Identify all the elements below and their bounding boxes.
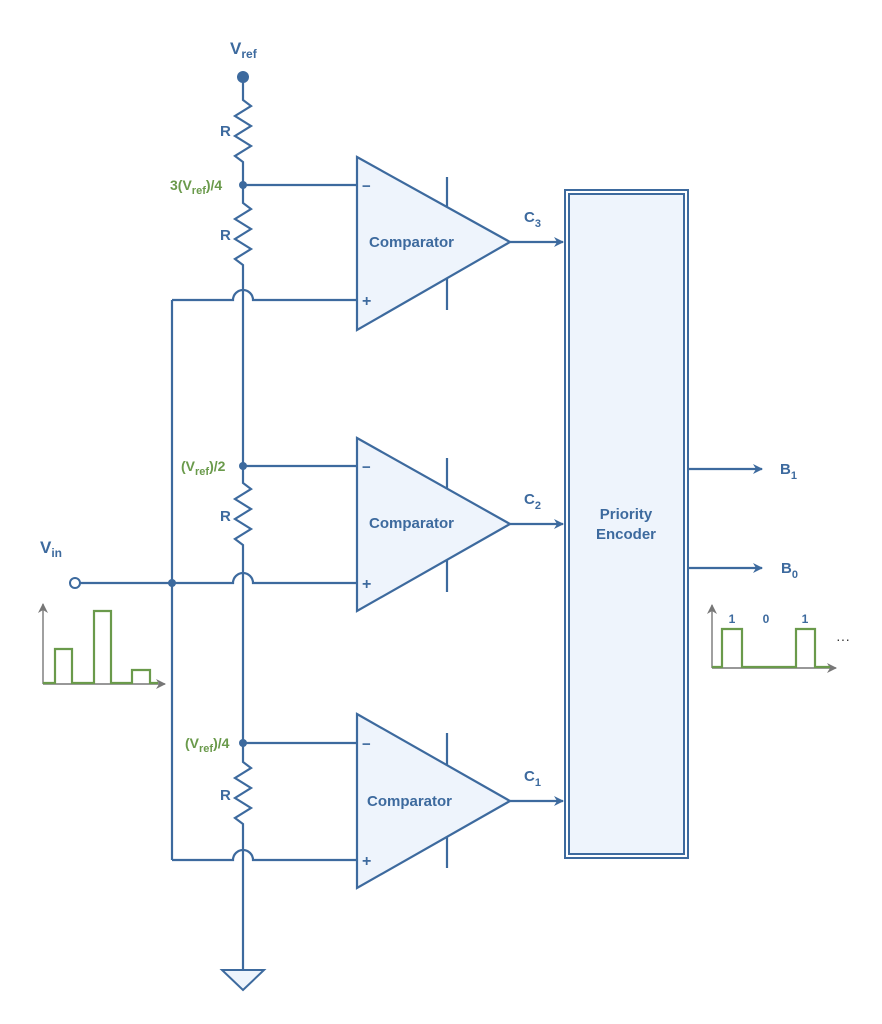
resistor-label-r4: R [220, 123, 231, 140]
output-waveform-signal [712, 627, 830, 669]
minus-sign: − [362, 178, 371, 195]
minus-sign: − [362, 736, 371, 753]
output-bit-label: 1 [802, 612, 809, 626]
vin-label: Vin [40, 538, 62, 560]
b1-label: B1 [780, 461, 797, 482]
encoder-label-line2: Encoder [596, 526, 656, 543]
resistor-label-r2: R [220, 508, 231, 525]
comparator-c2: − + Comparator [355, 436, 513, 613]
plus-sign: + [362, 853, 371, 870]
input-waveform [38, 603, 166, 689]
input-waveform-signal [43, 609, 158, 685]
plus-sign: + [362, 576, 371, 593]
resistor-r3 [232, 185, 254, 466]
priority-encoder: Priority Encoder [564, 189, 689, 859]
plus-wire-c3 [172, 288, 357, 302]
encoder-inner-box [568, 193, 685, 855]
c3-label: C3 [524, 209, 541, 230]
c1-label: C1 [524, 768, 541, 789]
plus-sign: + [362, 293, 371, 310]
node-label-quarter: (Vref)/4 [185, 735, 230, 755]
comparator-body-c2 [355, 436, 513, 613]
vref-label: Vref [230, 39, 258, 61]
comparator-label: Comparator [369, 515, 454, 532]
output-ellipsis: ··· [836, 631, 850, 647]
comparator-c3: − + Comparator [355, 155, 513, 332]
output-bit-label: 1 [729, 612, 736, 626]
b0-label: B0 [781, 560, 798, 581]
node-label-half: (Vref)/2 [181, 458, 226, 478]
ground-icon [219, 969, 267, 992]
resistor-label-r1: R [220, 787, 231, 804]
resistor-ladder [232, 77, 254, 970]
plus-wire-c2 [172, 571, 357, 585]
comparator-label: Comparator [369, 234, 454, 251]
output-waveform: 1 0 1 ··· [707, 604, 850, 673]
comparator-c1: − + Comparator [355, 712, 513, 890]
vin-terminal [69, 577, 81, 589]
encoder-outer-border [564, 189, 689, 859]
comparator-body-c1 [355, 712, 513, 890]
resistor-r4 [232, 77, 254, 185]
c2-label: C2 [524, 491, 541, 512]
minus-sign: − [362, 459, 371, 476]
plus-wire-c1 [172, 848, 357, 862]
comparator-body-c3 [355, 155, 513, 332]
resistor-r1 [232, 743, 254, 970]
node-label-3q: 3(Vref)/4 [170, 177, 222, 197]
encoder-label-line1: Priority [600, 506, 653, 523]
comparator-label: Comparator [367, 793, 452, 810]
resistor-r2 [232, 466, 254, 743]
output-bit-label: 0 [763, 612, 770, 626]
resistor-label-r3: R [220, 227, 231, 244]
